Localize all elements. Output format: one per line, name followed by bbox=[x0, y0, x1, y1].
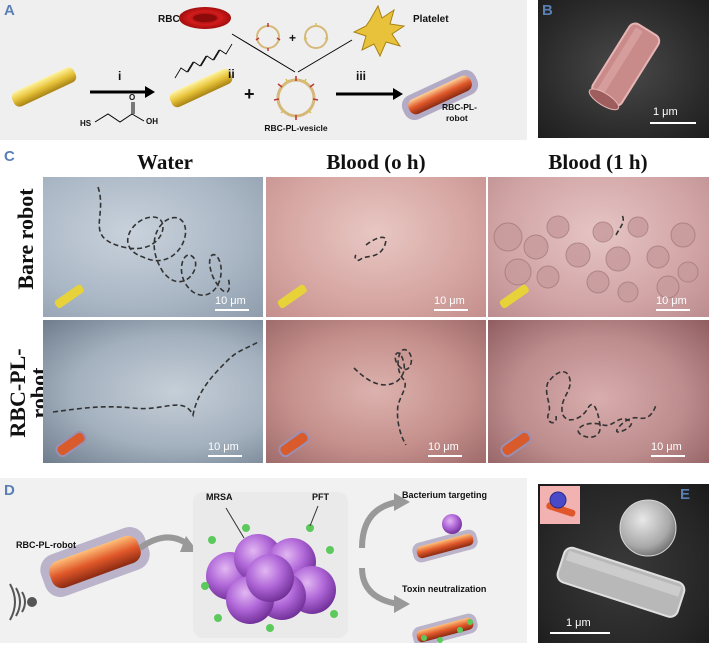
scalebar bbox=[215, 309, 249, 311]
panel-label-d: D bbox=[4, 482, 15, 499]
panel-label-e: E bbox=[680, 486, 690, 503]
panel-d-schematic bbox=[0, 478, 527, 643]
panel-d: RBC-PL-robot MRSA PFT Bacterium targetin… bbox=[0, 478, 527, 643]
step-iii-label: iii bbox=[356, 69, 366, 83]
rbc-pl-robot-large-icon bbox=[36, 523, 154, 602]
oh-label: OH bbox=[146, 117, 158, 126]
toxin-label: Toxin neutralization bbox=[402, 584, 486, 594]
sem-rod-bacterium-image bbox=[538, 484, 709, 643]
col-header-blood-1h: Blood (1 h) bbox=[488, 150, 708, 175]
panel-a: i HS OH O RBC bbox=[0, 0, 527, 140]
row-header-bare-robot: Bare robot bbox=[15, 169, 41, 309]
platelet-label: Platelet bbox=[413, 14, 449, 25]
o-label: O bbox=[129, 93, 135, 102]
micrograph-bare-blood-0h: 10 μm bbox=[266, 177, 486, 317]
micrograph-rbc-blood-0h: 10 μm bbox=[266, 320, 486, 463]
micrograph-bare-blood-1h: 10 μm bbox=[488, 177, 709, 317]
rbc-icon bbox=[179, 7, 231, 29]
toxin-neutralization-icon bbox=[411, 612, 480, 643]
panel-label-c: C bbox=[4, 148, 15, 165]
hs-label: HS bbox=[80, 119, 92, 128]
robot-label: RBC-PL-robot bbox=[16, 540, 76, 550]
panel-e-sem-image: 1 μm bbox=[538, 484, 709, 643]
scale-label: 10 μm bbox=[208, 441, 239, 453]
scalebar bbox=[651, 455, 685, 457]
panel-b-sem-image: 1 μm bbox=[538, 0, 709, 138]
platelet-icon bbox=[354, 6, 404, 56]
panel-label-a: A bbox=[4, 2, 15, 19]
platelet-vesicle-icon bbox=[304, 23, 328, 48]
arrow-to-neutralization bbox=[362, 568, 398, 604]
plus-sign-2: + bbox=[244, 84, 255, 104]
arrow-to-targeting bbox=[362, 502, 398, 548]
col-header-water: Water bbox=[70, 150, 260, 175]
scalebar bbox=[656, 309, 690, 311]
step-ii-label: ii bbox=[228, 67, 235, 81]
scale-label: 10 μm bbox=[656, 295, 687, 307]
micrograph-bare-water: 10 μm bbox=[43, 177, 263, 317]
vesicle-label: RBC-PL-vesicle bbox=[264, 123, 328, 133]
rbc-vesicle-icon bbox=[256, 23, 280, 51]
inset-schematic-icon bbox=[540, 486, 580, 524]
robot-label-line1: RBC-PL- bbox=[442, 102, 477, 112]
scale-label: 10 μm bbox=[428, 441, 459, 453]
scale-label: 10 μm bbox=[651, 441, 682, 453]
scale-label: 10 μm bbox=[434, 295, 465, 307]
panel-e-scalebar bbox=[550, 632, 610, 634]
panel-label-b: B bbox=[542, 2, 553, 19]
mercaptopropionic-acid-structure bbox=[95, 102, 144, 122]
panel-b-scalebar bbox=[650, 122, 696, 124]
gold-nanorod-icon bbox=[10, 65, 78, 108]
bacterium-targeting-icon bbox=[411, 514, 480, 564]
mrsa-label: MRSA bbox=[206, 492, 233, 502]
plus-sign: + bbox=[289, 31, 296, 45]
ultrasound-wave-icon bbox=[10, 584, 36, 620]
rbc-pl-vesicle-icon bbox=[274, 76, 318, 120]
scalebar bbox=[208, 455, 242, 457]
panel-e-scale-label: 1 μm bbox=[566, 617, 591, 629]
targeting-label: Bacterium targeting bbox=[402, 490, 487, 500]
panel-b-scale-label: 1 μm bbox=[653, 106, 678, 118]
rbc-label: RBC bbox=[158, 14, 180, 25]
pft-label: PFT bbox=[312, 492, 329, 502]
panel-a-schematic: i HS OH O RBC bbox=[0, 0, 527, 140]
col-header-blood-0h: Blood (o h) bbox=[266, 150, 486, 175]
rbc-pl-robot-icon bbox=[398, 66, 481, 123]
robot-label-line2: robot bbox=[446, 113, 468, 123]
step-i-label: i bbox=[118, 69, 121, 83]
micrograph-rbc-blood-1h: 10 μm bbox=[488, 320, 709, 463]
micrograph-rbc-water: 10 μm bbox=[43, 320, 263, 463]
scalebar bbox=[434, 309, 468, 311]
functionalized-rod-icon bbox=[168, 44, 235, 109]
sem-rod-image bbox=[538, 0, 709, 138]
scalebar bbox=[428, 455, 462, 457]
scale-label: 10 μm bbox=[215, 295, 246, 307]
